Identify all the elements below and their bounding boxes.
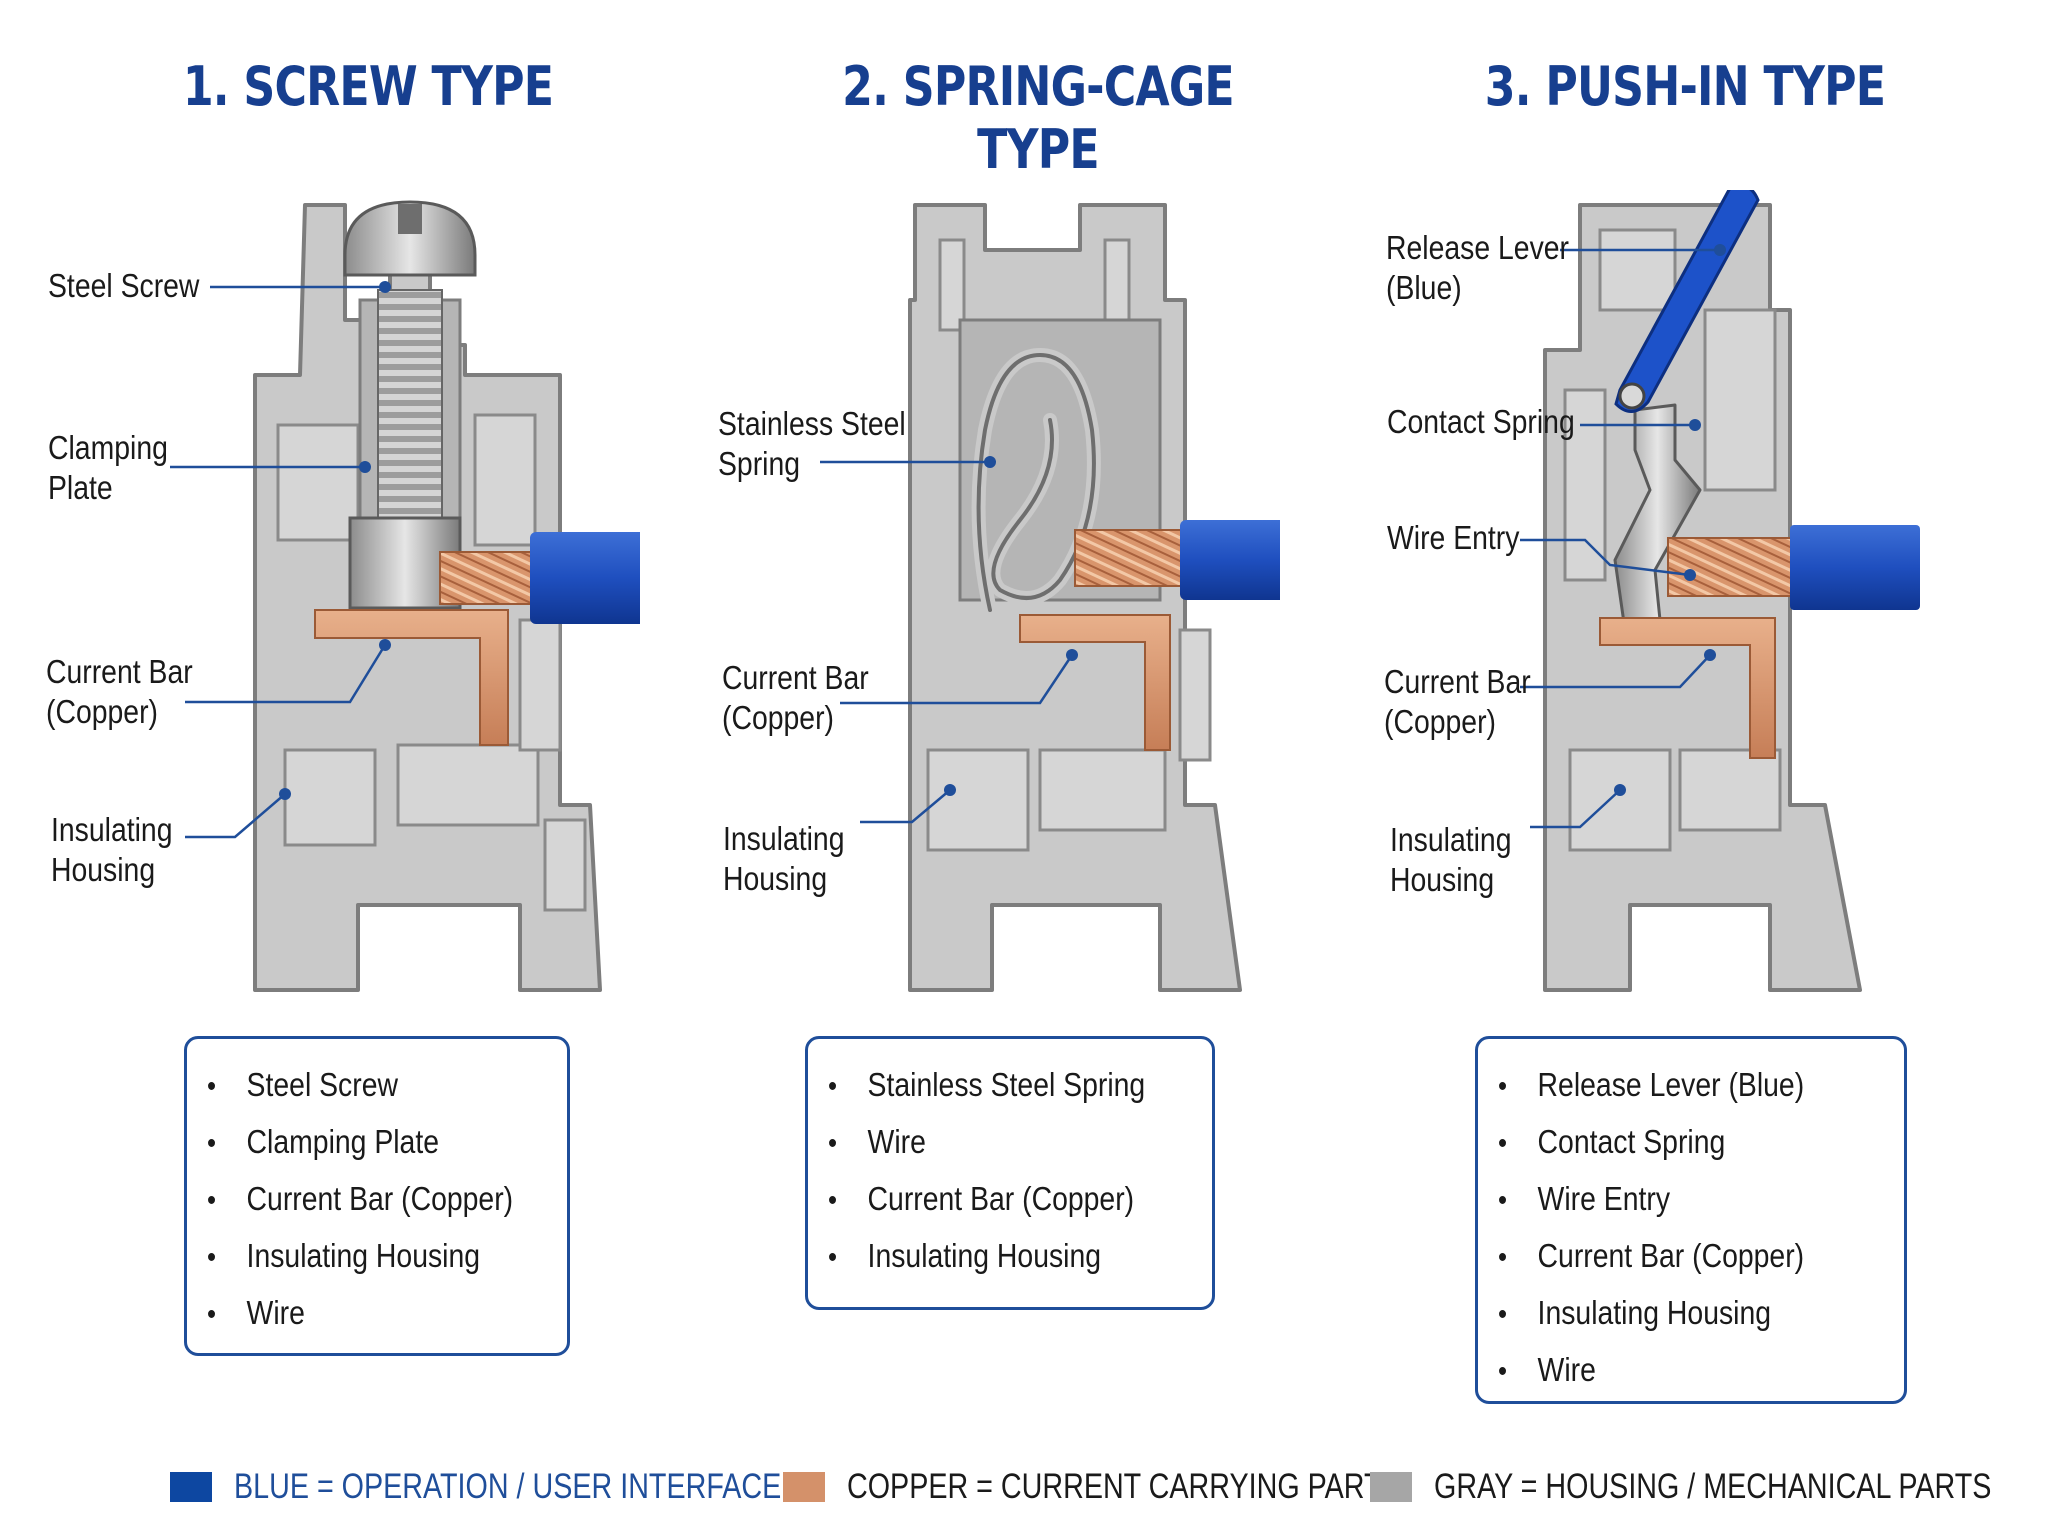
parts-list-screw: Steel Screw Clamping Plate Current Bar (… (184, 1036, 570, 1356)
callout-steel-screw: Steel Screw (48, 267, 200, 304)
push-in-terminal-diagram (1520, 190, 1920, 992)
callout-clamping-plate: Clamping Plate (48, 429, 168, 506)
screw-terminal-diagram (170, 200, 640, 992)
wire-insulation-shape (1180, 520, 1280, 600)
copper-strands-shape (1667, 537, 1799, 597)
list-item: Steel Screw (207, 1057, 499, 1114)
panel-title-screw: 1. SCREW TYPE (182, 55, 554, 118)
list-item: Current Bar (Copper) (1498, 1228, 1830, 1285)
list-item: Current Bar (Copper) (207, 1171, 514, 1228)
list-item: Insulating Housing (207, 1228, 499, 1285)
callout-insulating-housing: Insulating Housing (51, 811, 173, 888)
list-item: Current Bar (Copper) (828, 1171, 1141, 1228)
wire-insulation-shape (1790, 525, 1920, 610)
current-bar-shape (314, 609, 509, 746)
panel-title-spring-cage: 2. SPRING-CAGE TYPE (842, 55, 1234, 181)
legend-text-blue: BLUE = OPERATION / USER INTERFACE (234, 1467, 782, 1506)
callout-release-lever: Release Lever (Blue) (1386, 229, 1570, 306)
parts-list-spring-cage: Stainless Steel Spring Wire Current Bar … (805, 1036, 1215, 1310)
list-item: Insulating Housing (1498, 1285, 1830, 1342)
callout-insulating-housing: Insulating Housing (723, 820, 845, 897)
copper-strands-shape (1074, 529, 1186, 587)
current-bar-shape (1019, 614, 1171, 751)
legend-text-gray: GRAY = HOUSING / MECHANICAL PARTS (1434, 1467, 1992, 1506)
list-item: Contact Spring (1498, 1114, 1830, 1171)
list-item: Wire (828, 1114, 1141, 1171)
callout-insulating-housing: Insulating Housing (1390, 821, 1512, 898)
list-item: Release Lever (Blue) (1498, 1057, 1830, 1114)
callout-wire-entry: Wire Entry (1387, 519, 1520, 556)
spring-cage-terminal-diagram (820, 203, 1280, 992)
legend-swatch-copper (783, 1472, 825, 1502)
legend-swatch-gray (1370, 1472, 1412, 1502)
callout-current-bar: Current Bar (Copper) (1384, 663, 1531, 740)
list-item: Stainless Steel Spring (828, 1057, 1146, 1114)
list-item: Wire (207, 1285, 499, 1342)
callout-stainless-steel-spring: Stainless Steel Spring (718, 405, 906, 482)
legend-swatch-blue (170, 1472, 212, 1502)
steel-screw-head-shape (343, 200, 477, 277)
list-item: Wire (1498, 1342, 1830, 1399)
copper-strands-shape (439, 551, 541, 605)
callout-current-bar: Current Bar (Copper) (722, 659, 869, 736)
callout-current-bar: Current Bar (Copper) (46, 653, 193, 730)
current-bar-shape (1599, 617, 1776, 759)
list-item: Insulating Housing (828, 1228, 1141, 1285)
wire-insulation-shape (530, 532, 640, 624)
legend-text-copper: COPPER = CURRENT CARRYING PARTS (847, 1467, 1401, 1506)
list-item: Clamping Plate (207, 1114, 499, 1171)
panel-title-push-in: 3. PUSH-IN TYPE (1484, 55, 1886, 118)
list-item: Wire Entry (1498, 1171, 1830, 1228)
parts-list-push-in: Release Lever (Blue) Contact Spring Wire… (1475, 1036, 1907, 1404)
callout-contact-spring: Contact Spring (1387, 403, 1575, 440)
